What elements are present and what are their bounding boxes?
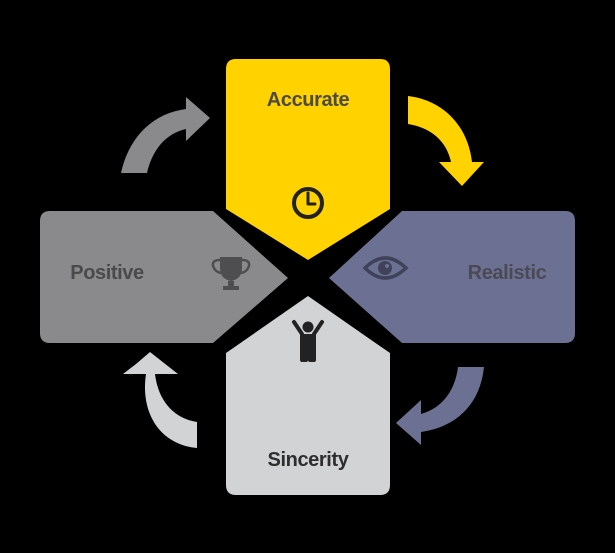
panel-sincerity (226, 296, 390, 495)
eye-icon (362, 256, 409, 280)
label-positive: Positive (70, 262, 144, 284)
panel-realistic (329, 211, 575, 343)
label-realistic: Realistic (468, 262, 547, 284)
panel-accurate (226, 59, 390, 260)
arrow-top-left (121, 97, 210, 173)
arrow-bottom-left (123, 352, 197, 448)
label-accurate: Accurate (267, 89, 350, 111)
trophy-icon (211, 257, 251, 290)
person-icon (292, 320, 324, 362)
label-sincerity: Sincerity (268, 449, 350, 471)
arrow-top-right (408, 96, 484, 186)
panel-positive (40, 211, 288, 343)
clock-icon (292, 187, 324, 219)
arrow-bottom-right (396, 367, 484, 445)
